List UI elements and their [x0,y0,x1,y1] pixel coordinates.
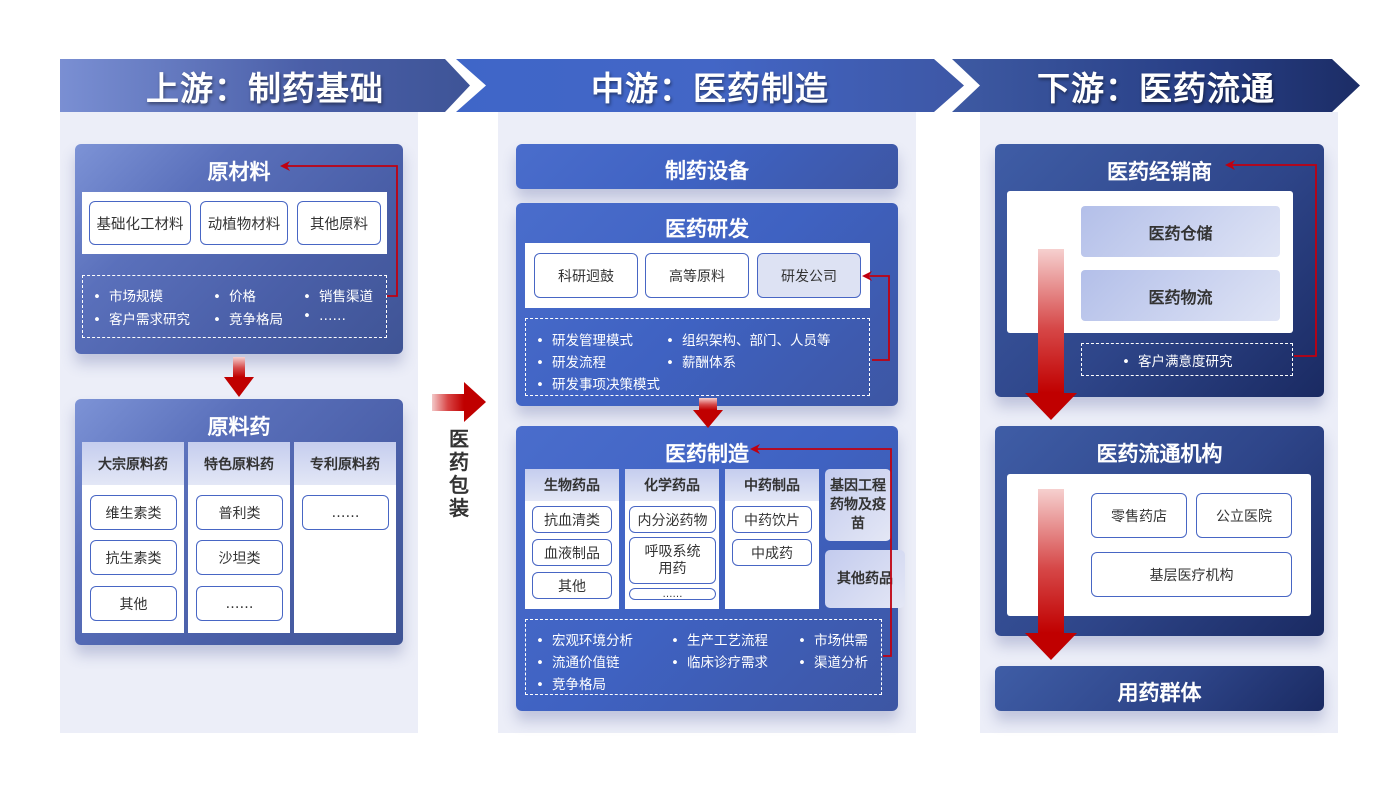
api-column-heading: 特色原料药 [188,442,290,485]
raw-materials-items: 基础化工材料 动植物材料 其他原料 [82,192,387,254]
rnd-items: 科研迥鼓 高等原料 研发公司 [525,243,870,308]
api-item: …… [302,495,389,530]
circulation-item: 公立医院 [1196,493,1292,538]
api-card: 原料药 大宗原料药 维生素类 抗生素类 其他 特色原料药 普利类 沙坦类 …… … [75,399,403,645]
equipment-card: 制药设备 [516,144,898,189]
rnd-title: 医药研发 [665,217,749,241]
packaging-label: 医药包装 [449,427,469,520]
distributor-items: 医药仓储 医药物流 [1007,191,1293,333]
consumers-card: 用药群体 [995,666,1324,711]
raw-materials-factors: 市场规模 价格 销售渠道 客户需求研究 竞争格局 …… [82,275,387,338]
rnd-item: 科研迥鼓 [534,253,638,298]
mfg-item: 抗血清类 [532,506,612,533]
circulation-card: 医药流通机构 零售药店 公立医院 基层医疗机构 [995,426,1324,636]
distributor-item: 医药物流 [1081,270,1280,321]
rnd-item: 高等原料 [645,253,749,298]
consumers-title: 用药群体 [1117,681,1202,705]
distributor-title: 医药经销商 [1107,160,1212,184]
factor-item: 价格 [213,285,256,305]
factor-item: 研发流程 [536,351,606,371]
midstream-header-label: 中游：医药制造 [591,68,829,108]
raw-material-item: 其他原料 [297,201,381,245]
factor-item: 市场规模 [93,285,163,305]
api-item: 维生素类 [90,495,177,530]
upstream-header: 上游：制药基础 [60,59,470,112]
api-item: 沙坦类 [196,540,283,575]
mfg-item: 血液制品 [532,539,612,566]
factor-item: 客户满意度研究 [1122,350,1233,370]
mfg-item: 中成药 [732,539,812,566]
upstream-header-label: 上游：制药基础 [146,68,384,108]
rnd-factors: 研发管理模式 组织架构、部门、人员等 研发流程 薪酬体系 研发事项决策模式 [525,318,870,396]
factor-item: 市场供需 [798,629,868,649]
raw-material-item: 基础化工材料 [89,201,191,245]
downstream-header: 下游：医药流通 [952,59,1360,112]
factor-item: 临床诊疗需求 [671,651,768,671]
rnd-item: 研发公司 [757,253,861,298]
mfg-side-card: 其他药品 [825,550,905,608]
circulation-item: 基层医疗机构 [1091,552,1292,597]
circulation-title: 医药流通机构 [1096,442,1223,466]
factor-item: 宏观环境分析 [536,629,633,649]
distributor-item: 医药仓储 [1081,206,1280,257]
mfg-side-card: 基因工程药物及疫苗 [825,469,891,541]
api-column-heading: 专利原料药 [294,442,396,485]
factor-item: 流通价值链 [536,651,620,671]
factor-item: 销售渠道 [303,285,373,305]
factor-item: 渠道分析 [798,651,868,671]
mfg-item: 呼吸系统用药 [629,537,716,584]
factor-item: 竞争格局 [213,308,283,328]
distributor-card: 医药经销商 医药仓储 医药物流 客户满意度研究 [995,144,1324,397]
raw-materials-card: 原材料 基础化工材料 动植物材料 其他原料 市场规模 价格 销售渠道 客户需求研… [75,144,403,354]
factor-item: 研发管理模式 [536,329,633,349]
api-item: 普利类 [196,495,283,530]
factor-item: …… [303,308,346,324]
api-column-heading: 大宗原料药 [82,442,184,485]
equipment-title: 制药设备 [665,159,749,183]
mfg-item: 内分泌药物 [629,506,716,533]
circulation-item: 零售药店 [1091,493,1187,538]
factor-item: 研发事项决策模式 [536,373,660,393]
mfg-factors: 宏观环境分析 生产工艺流程 市场供需 流通价值链 临床诊疗需求 渠道分析 竞争格… [525,619,882,695]
flow-arrow-right-icon [432,382,486,422]
mfg-item: 中药饮片 [732,506,812,533]
factor-item: 组织架构、部门、人员等 [666,329,831,349]
factor-item: 生产工艺流程 [671,629,768,649]
raw-material-item: 动植物材料 [200,201,288,245]
manufacturing-card: 医药制造 生物药品 抗血清类 血液制品 其他 化学药品 内分泌药物 呼吸系统用药… [516,426,905,711]
mfg-item: …… [629,588,716,600]
mfg-column-heading: 中药制品 [725,469,819,501]
mfg-column-heading: 生物药品 [525,469,619,501]
manufacturing-title: 医药制造 [665,442,749,466]
factor-item: 竞争格局 [536,673,606,693]
distributor-factors: 客户满意度研究 [1081,343,1293,376]
mfg-item: 其他 [532,572,612,599]
factor-item: 客户需求研究 [93,308,190,328]
rnd-card: 医药研发 科研迥鼓 高等原料 研发公司 研发管理模式 组织架构、部门、人员等 研… [516,203,898,406]
midstream-header: 中游：医药制造 [456,59,964,112]
api-title: 原料药 [207,415,271,439]
factor-item: 薪酬体系 [666,351,736,371]
downstream-header-label: 下游：医药流通 [1037,68,1275,108]
api-item: …… [196,586,283,621]
raw-materials-title: 原材料 [207,160,271,184]
api-item: 抗生素类 [90,540,177,575]
mfg-column-heading: 化学药品 [625,469,719,501]
circulation-items: 零售药店 公立医院 基层医疗机构 [1007,474,1311,616]
api-item: 其他 [90,586,177,621]
